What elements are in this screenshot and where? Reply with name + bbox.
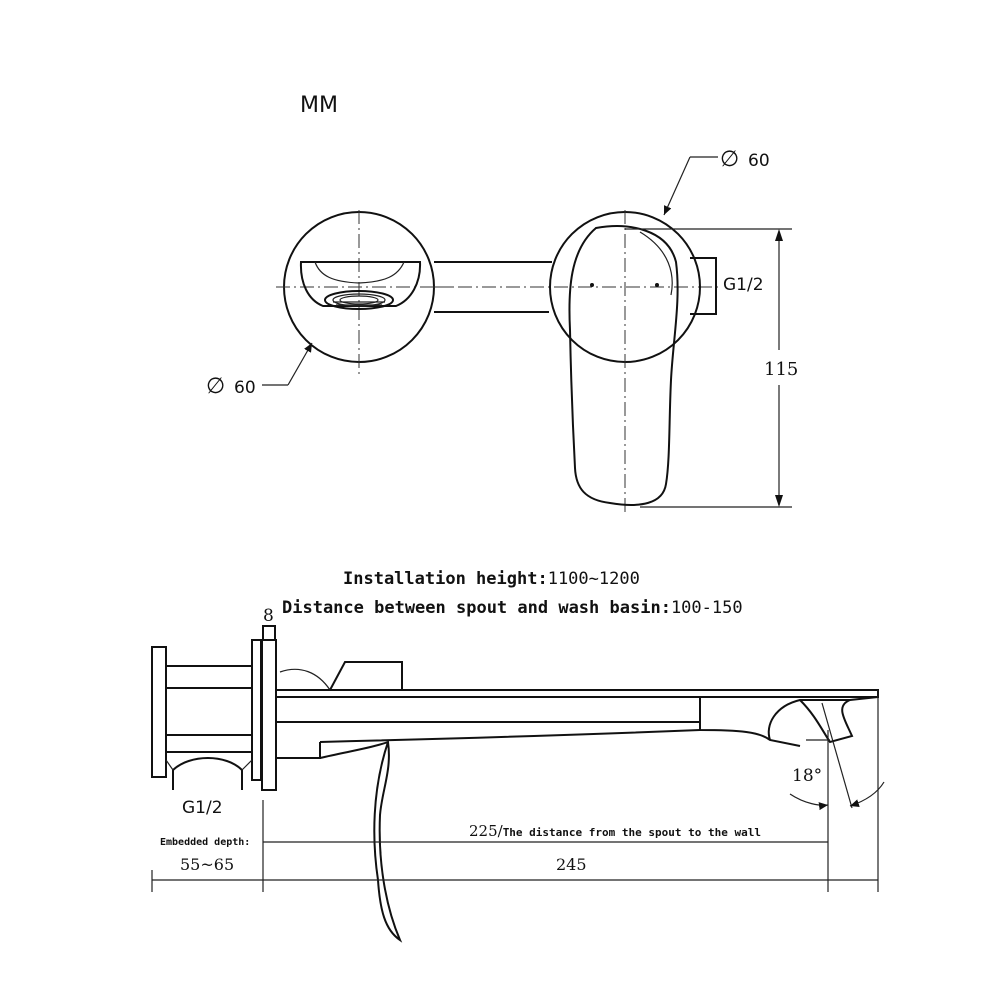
side-thread-label: G1/2	[182, 798, 223, 818]
spout-body	[276, 668, 879, 759]
angle-indicator	[789, 690, 885, 892]
right-dia-value: 60	[748, 151, 770, 171]
embedded-depth-value: 55~65	[180, 855, 234, 874]
left-dia-value: 60	[234, 378, 256, 398]
installation-height-note: Installation height:1100~1200	[343, 569, 640, 589]
installation-height-value: 1100~1200	[548, 569, 640, 589]
top-thread-label: G1/2	[723, 275, 764, 295]
height-dimension	[625, 228, 792, 508]
lever-handle	[568, 225, 679, 506]
side-handle-top	[329, 661, 403, 691]
right-dia-leader-arrow	[663, 156, 691, 216]
connecting-pipe	[434, 261, 720, 313]
plate-thickness-label: 8	[263, 606, 274, 626]
top-view: G1/2 115 ∅ 60 ∅ 60	[206, 147, 798, 515]
angle-label: 18°	[792, 766, 822, 786]
right-dia-symbol: ∅	[720, 147, 739, 172]
spout-outlet-shape	[299, 261, 422, 310]
bottom-dimension-chain	[151, 800, 878, 892]
side-view: G1/2 8 18° Emb	[151, 606, 885, 943]
spout-basin-label: Distance between spout and wash basin:	[282, 598, 671, 618]
embedded-depth-label: Embedded depth:	[160, 837, 250, 848]
spout-basin-value: 100-150	[671, 598, 743, 618]
embedded-valve-body	[151, 639, 262, 790]
lever-inner-curve	[639, 231, 673, 296]
spout-wall-note: 225/The distance from the spout to the w…	[469, 822, 761, 840]
total-length-label: 245	[556, 855, 587, 874]
spout-wall-value: 225/	[469, 822, 504, 840]
left-dia-symbol: ∅	[206, 374, 225, 399]
wall-plate	[261, 639, 277, 791]
side-lever	[319, 740, 403, 943]
units-label: MM	[300, 93, 338, 118]
height-dim-label: 115	[764, 359, 798, 380]
plate-thickness-marker	[262, 625, 276, 641]
spout-basin-note: Distance between spout and wash basin:10…	[282, 598, 743, 618]
lever-screw-left	[590, 283, 594, 287]
lever-screw-right	[655, 283, 659, 287]
installation-height-label: Installation height:	[343, 569, 548, 589]
thread-stub	[690, 257, 717, 315]
left-dia-leader-arrow	[287, 342, 313, 386]
spout-wall-label: The distance from the spout to the wall	[503, 826, 761, 839]
